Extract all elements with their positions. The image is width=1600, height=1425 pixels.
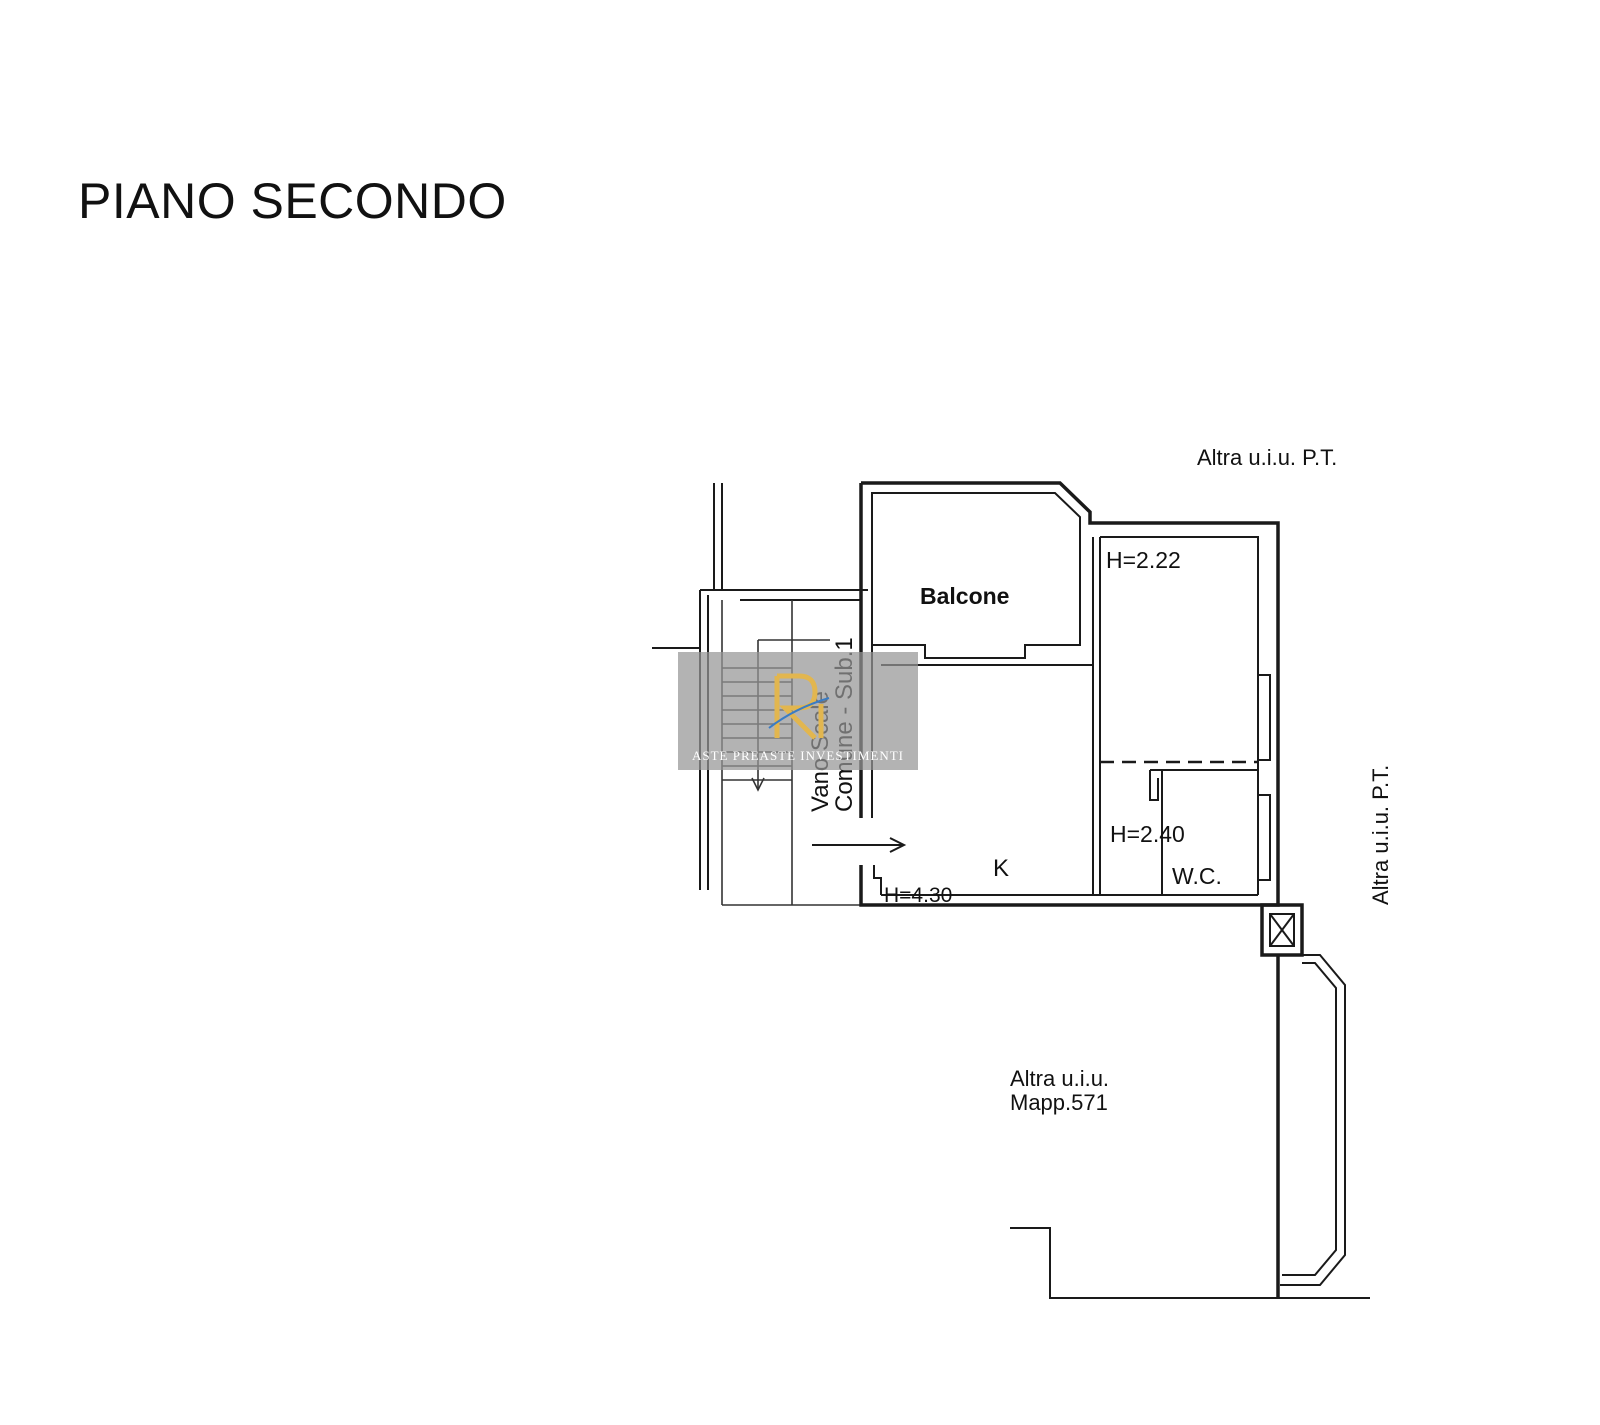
watermark-text: ASTE PREASTE INVESTIMENTI	[691, 748, 905, 763]
label-altra-right: Altra u.i.u. P.T.	[1368, 765, 1393, 905]
watermark-logo-icon	[768, 673, 830, 740]
label-kitchen: K	[993, 855, 1009, 882]
label-altra-bottom-1: Altra u.i.u.	[1010, 1066, 1109, 1091]
label-balcone: Balcone	[920, 583, 1009, 609]
label-h-430: H=4.30	[884, 884, 952, 907]
lower-unit-walls	[1010, 954, 1370, 1299]
label-wc: W.C.	[1172, 863, 1222, 889]
label-altra-top: Altra u.i.u. P.T.	[1197, 445, 1337, 470]
label-h-240: H=2.40	[1110, 821, 1185, 847]
unit-walls	[859, 481, 1280, 907]
shaft-box	[1260, 903, 1304, 957]
label-h-222: H=2.22	[1106, 547, 1181, 573]
plan-title: PIANO SECONDO	[78, 173, 507, 229]
label-altra-bottom-2: Mapp.571	[1010, 1090, 1108, 1115]
